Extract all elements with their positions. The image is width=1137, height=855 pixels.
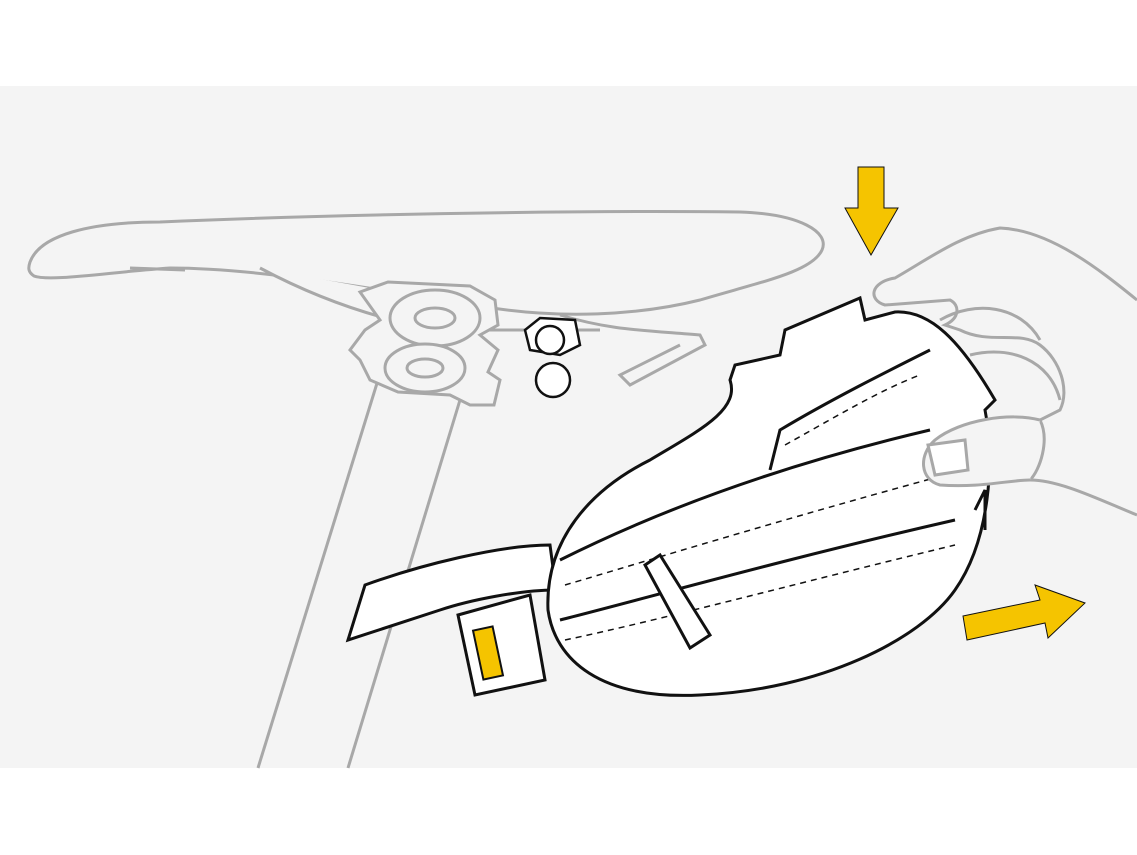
arrow-right-icon [962,584,1086,641]
velcro-strap [345,543,558,697]
bag-mount [523,316,582,399]
zipper-pull [643,552,713,651]
hand [872,226,1137,517]
saddle-bag [546,295,997,697]
seat-clamp [348,280,502,407]
strap-buckle-tab [471,625,505,681]
arrow-down-icon [844,166,899,257]
